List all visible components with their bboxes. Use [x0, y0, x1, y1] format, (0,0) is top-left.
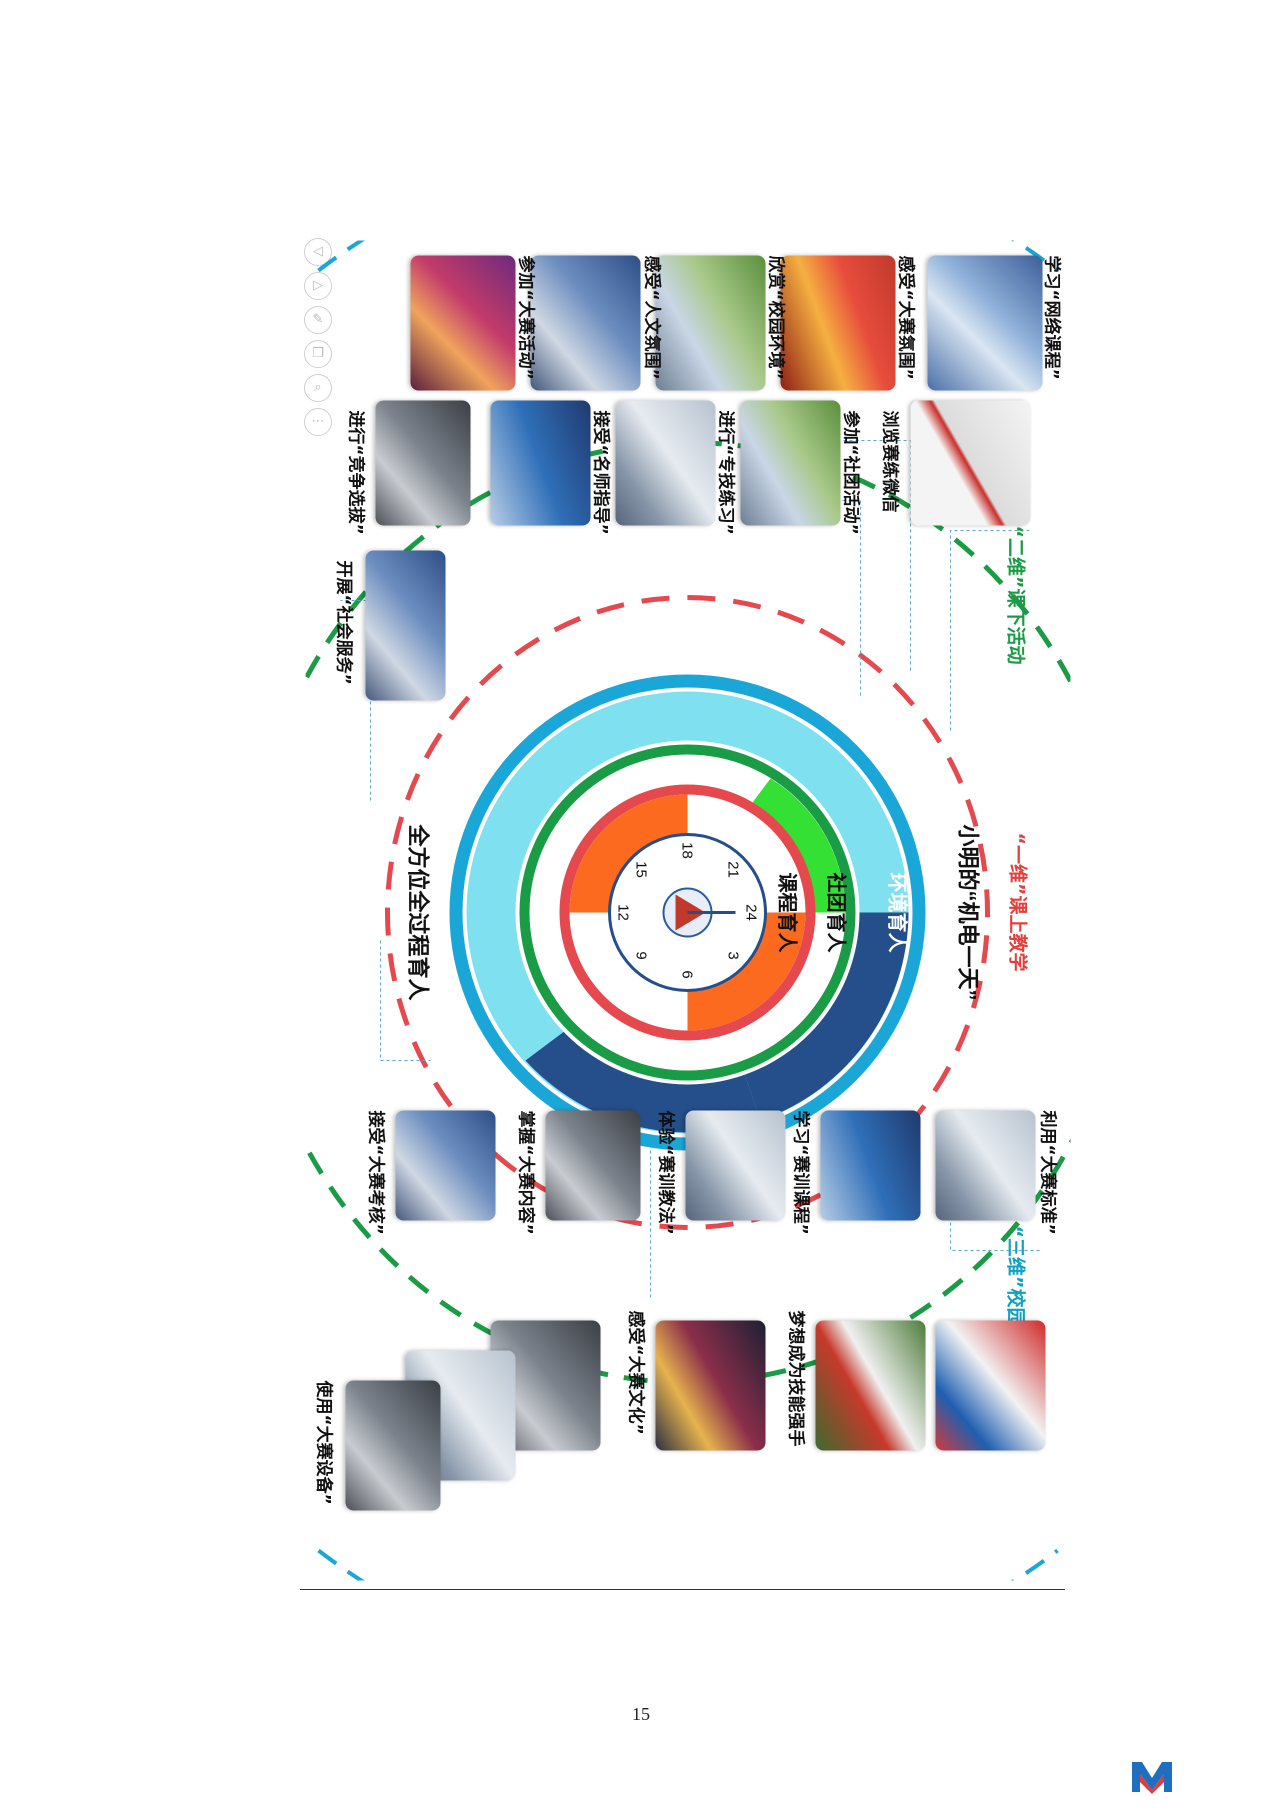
- copy-icon[interactable]: ❐: [304, 340, 332, 368]
- activity-label: 进行“竞争选拔”: [345, 410, 365, 535]
- teal-dashed-arc-right: [316, 1548, 1059, 1580]
- activity-label: 开展“社会服务”: [333, 560, 353, 685]
- photo-skill-master: [815, 1320, 925, 1450]
- pen-icon[interactable]: ✎: [304, 306, 332, 334]
- play-icon[interactable]: ▷: [304, 272, 332, 300]
- ring-label-course: 课程育人: [775, 872, 799, 953]
- app-logo-icon: [1132, 1762, 1172, 1794]
- center-title: 小明的“机电一天”: [955, 824, 980, 1000]
- activity-label: 感受“大赛文化”: [625, 1310, 645, 1435]
- clock-numbers: 24 3 6 9 12 15 18 21: [614, 842, 759, 979]
- rotated-figure-frame: 24 3 6 9 12 15 18 21 环境育人 社团育人 课程育人 小明的“…: [305, 240, 1070, 1580]
- clock-number: 21: [724, 861, 741, 878]
- photo-standards: [935, 1110, 1035, 1220]
- env-ring-highlight: [743, 912, 908, 1120]
- activity-label: 参加“大赛活动”: [515, 255, 535, 380]
- activity-label: 接受“大赛考核”: [365, 1110, 385, 1235]
- dimension-two-label: “二维”课下活动: [1004, 525, 1026, 664]
- figure-graphics: 24 3 6 9 12 15 18 21 环境育人 社团育人 课程育人 小明的“…: [305, 240, 1070, 1580]
- clock-number: 9: [632, 951, 649, 959]
- figure-stage: 24 3 6 9 12 15 18 21 环境育人 社团育人 课程育人 小明的“…: [305, 240, 1070, 1580]
- clock-number: 24: [742, 904, 759, 921]
- prev-icon[interactable]: ◁: [304, 238, 332, 266]
- activity-label: 感受“大赛氛围”: [895, 255, 915, 380]
- photo-dream: [935, 1320, 1045, 1450]
- activity-label: 接受“名师指导”: [590, 410, 610, 535]
- footer-rule: [300, 1589, 1065, 1590]
- activity-label: 感受“人文氛围”: [641, 255, 661, 380]
- photo-equipment-3: [345, 1380, 440, 1510]
- course-segment-2: [569, 794, 687, 912]
- course-segment-1: [687, 912, 805, 1030]
- activity-label: 学习“网络课程”: [1041, 255, 1061, 380]
- ring-label-club: 社团育人: [824, 871, 848, 953]
- env-ring-highlight-2: [525, 1030, 760, 1132]
- activity-label: 使用“大赛设备”: [313, 1380, 333, 1505]
- photo-contest-exam: [395, 1110, 495, 1220]
- page-number: 15: [632, 1704, 650, 1724]
- more-icon[interactable]: ⋯: [304, 408, 332, 436]
- red-dashed-ring: [384, 594, 990, 1230]
- viewer-toolbar: ◁ ▷ ✎ ❐ ⌕ ⋯: [300, 232, 336, 452]
- photo-training-course: [820, 1110, 920, 1220]
- ring-label-env: 环境育人: [885, 872, 909, 953]
- activity-label: 参加“社团活动”: [840, 410, 860, 535]
- activity-label: 欣赏“校园环境”: [765, 255, 785, 380]
- activity-label: 学习“赛训课程”: [790, 1110, 810, 1235]
- clock-number: 18: [678, 842, 695, 859]
- clock-number: 6: [678, 970, 695, 978]
- photo-training-method: [685, 1110, 785, 1220]
- activity-label: 体验“赛训教法”: [655, 1110, 675, 1235]
- photo-selection: [375, 400, 470, 525]
- photo-mentor: [490, 400, 590, 525]
- activity-label: 利用“大赛标准”: [1037, 1110, 1057, 1235]
- zoom-icon[interactable]: ⌕: [304, 374, 332, 402]
- photo-club: [740, 400, 840, 525]
- activity-label: 浏览赛练微信: [879, 410, 899, 512]
- photo-contest-culture: [655, 1320, 765, 1450]
- photo-network-course: [927, 255, 1042, 390]
- photo-social-service: [365, 550, 445, 700]
- activity-label: 梦想成为技能强手: [785, 1310, 805, 1446]
- dimension-one-label: “一维”课上教学: [1006, 832, 1028, 971]
- clock-number: 3: [724, 951, 741, 959]
- bottom-label: 全方位全过程育人: [405, 823, 430, 1000]
- activity-label: 掌握“大赛内容”: [515, 1110, 535, 1235]
- clock-number: 12: [614, 904, 631, 921]
- photo-skill-practice: [615, 400, 715, 525]
- activity-label: 进行“专技练习”: [715, 410, 735, 535]
- photo-contest-event: [410, 255, 515, 390]
- clock-number: 15: [632, 861, 649, 878]
- photo-contest-atmosphere: [780, 255, 895, 390]
- photo-contest-content: [545, 1110, 640, 1220]
- photo-wechat: [910, 400, 1030, 525]
- photo-campus: [655, 255, 765, 390]
- photo-culture: [530, 255, 640, 390]
